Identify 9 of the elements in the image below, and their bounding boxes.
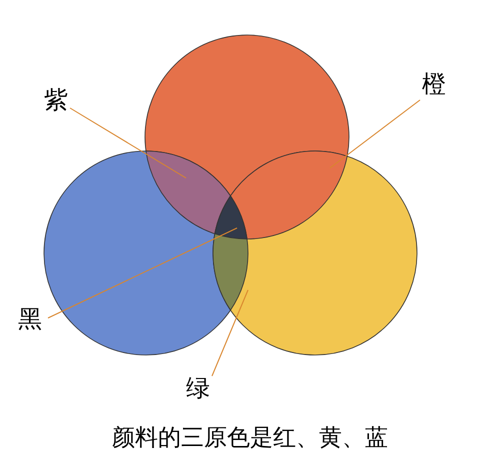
region-label: 黑 (18, 305, 42, 333)
region-label: 绿 (186, 374, 210, 402)
leader-line (330, 100, 420, 168)
leader-line (70, 108, 186, 178)
leader-line (48, 228, 238, 318)
caption: 颜料的三原色是红、黄、蓝 (112, 424, 388, 452)
leader-line (212, 290, 248, 376)
region-label: 紫 (44, 86, 68, 114)
region-label: 橙 (422, 70, 446, 98)
